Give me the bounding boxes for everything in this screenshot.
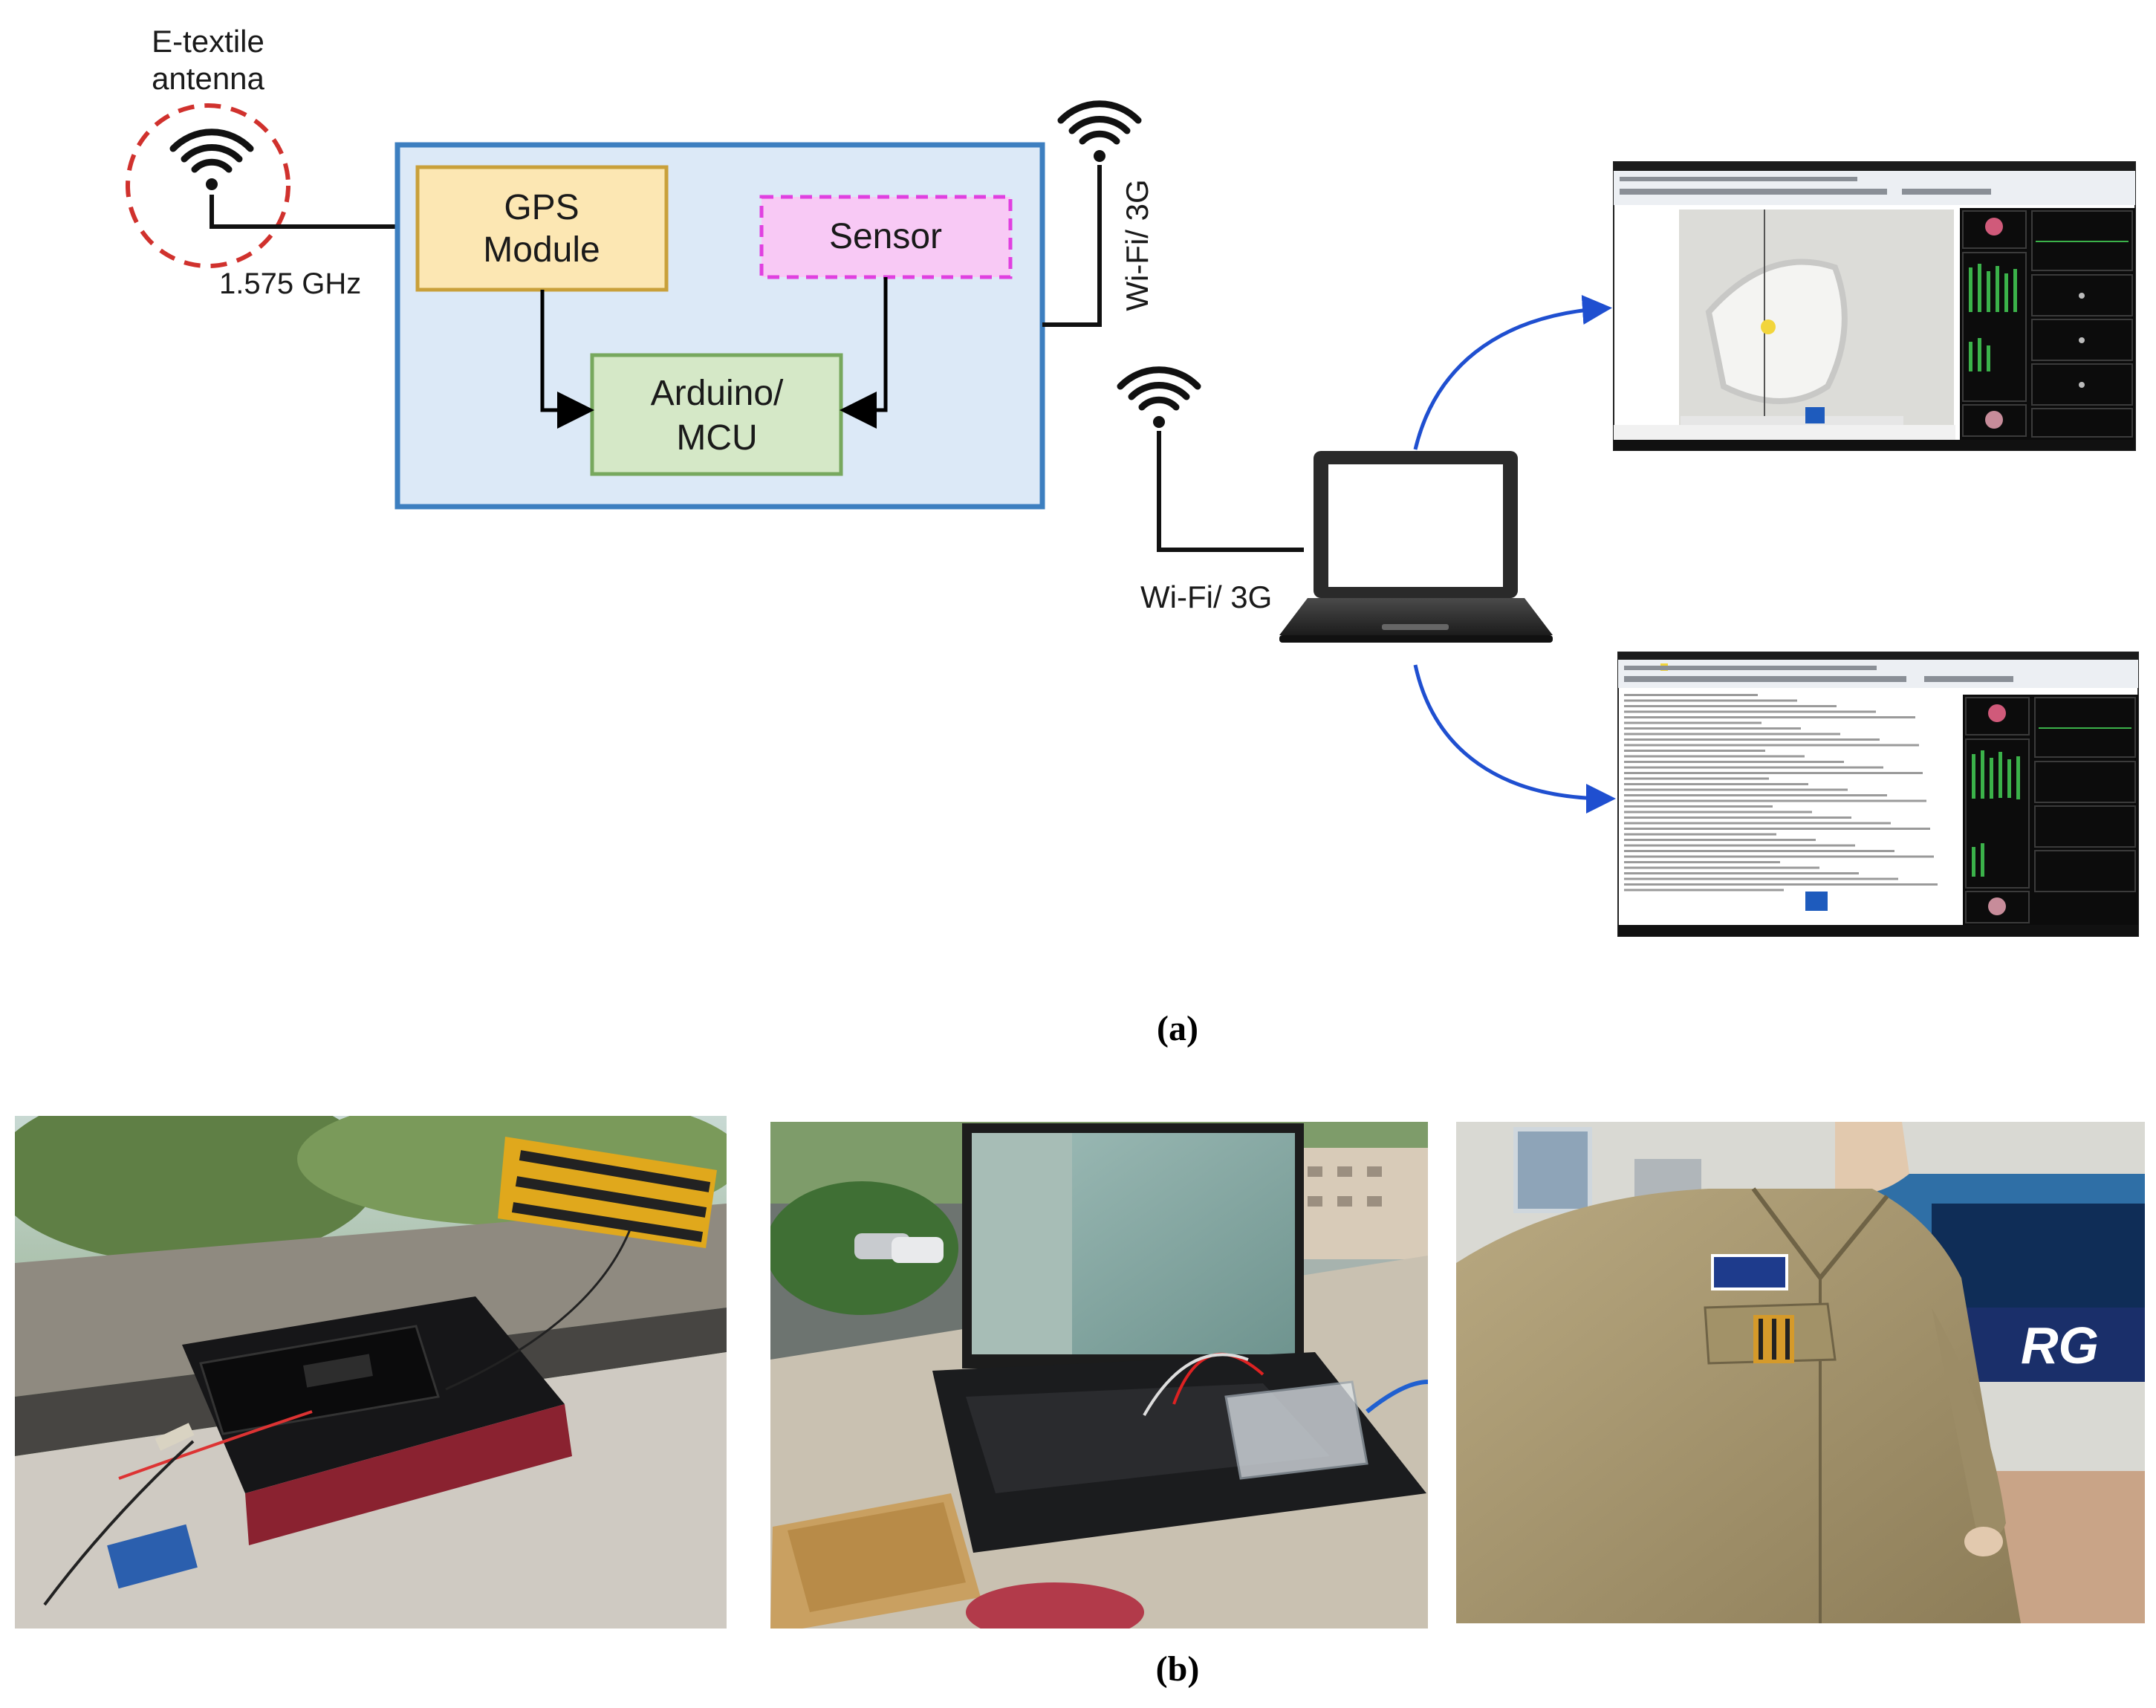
log-line bbox=[1624, 811, 1812, 814]
sensor-label: Sensor bbox=[829, 217, 942, 256]
log-line bbox=[1624, 822, 1891, 825]
uplink-wifi-icon bbox=[1057, 100, 1142, 162]
log-line bbox=[1624, 839, 1816, 841]
log-line bbox=[1624, 727, 1801, 730]
log-line bbox=[1624, 694, 1758, 696]
arrow-to-map-screen bbox=[1413, 295, 1612, 450]
log-line bbox=[1624, 761, 1844, 763]
caption-b: (b) bbox=[1156, 1649, 1200, 1689]
log-line bbox=[1624, 783, 1808, 785]
log-line bbox=[1624, 716, 1915, 718]
map-screenshot bbox=[1613, 161, 2136, 451]
log-line bbox=[1624, 877, 1898, 880]
log-line bbox=[1624, 828, 1930, 830]
log-line bbox=[1624, 738, 1880, 741]
log-line bbox=[1624, 844, 1855, 847]
log-line bbox=[1624, 772, 1923, 774]
log-line bbox=[1624, 699, 1797, 702]
gps-module-line2: Module bbox=[483, 230, 600, 270]
antenna-label-line2: antenna bbox=[152, 61, 264, 96]
log-line bbox=[1624, 805, 1773, 808]
log-line bbox=[1624, 883, 1938, 886]
photo-laptop-balcony bbox=[770, 1122, 1428, 1629]
log-screenshot bbox=[1617, 652, 2139, 937]
log-line bbox=[1624, 799, 1926, 802]
log-line bbox=[1624, 855, 1934, 858]
log-line bbox=[1624, 872, 1859, 874]
log-line bbox=[1624, 850, 1894, 852]
log-line bbox=[1624, 710, 1876, 713]
antenna-feed-line bbox=[210, 195, 416, 229]
log-line bbox=[1624, 750, 1765, 752]
logo-text: RG bbox=[2021, 1316, 2099, 1374]
uplink-label: Wi-Fi/ 3G bbox=[1120, 179, 1155, 311]
antenna-icon bbox=[169, 129, 254, 190]
gps-module-line1: GPS bbox=[504, 188, 579, 227]
sensor-box bbox=[759, 195, 1013, 279]
mcu-line2: MCU bbox=[676, 418, 757, 458]
log-line bbox=[1624, 744, 1919, 747]
photo-device-on-ledge bbox=[15, 1116, 727, 1629]
log-line bbox=[1624, 866, 1819, 869]
sensor-to-mcu-arrow bbox=[840, 277, 888, 429]
log-line bbox=[1624, 833, 1776, 836]
uplink-line bbox=[1042, 165, 1102, 327]
antenna-highlight-circle bbox=[126, 103, 290, 268]
log-line bbox=[1624, 794, 1887, 796]
log-line bbox=[1624, 889, 1784, 892]
gps-to-mcu-arrow bbox=[540, 290, 594, 429]
log-line bbox=[1624, 861, 1780, 863]
log-line bbox=[1624, 721, 1762, 724]
laptop-link-label: Wi-Fi/ 3G bbox=[1140, 579, 1272, 614]
log-line bbox=[1624, 766, 1883, 769]
photo-mannequin-uniform: RG bbox=[1456, 1122, 2145, 1623]
log-line bbox=[1624, 788, 1848, 791]
log-line bbox=[1624, 733, 1840, 736]
laptop-wifi-icon bbox=[1117, 366, 1201, 428]
log-line bbox=[1624, 705, 1837, 707]
gps-module-box bbox=[415, 165, 669, 292]
arrow-to-log-screen bbox=[1413, 664, 1616, 814]
frequency-label: 1.575 GHz bbox=[219, 267, 361, 300]
laptop-link-line bbox=[1157, 431, 1304, 552]
caption-a: (a) bbox=[1157, 1009, 1198, 1048]
log-line bbox=[1624, 816, 1851, 819]
log-line bbox=[1624, 755, 1805, 758]
mcu-line1: Arduino/ bbox=[651, 374, 784, 413]
log-line bbox=[1624, 777, 1769, 780]
antenna-label-line1: E-textile bbox=[152, 24, 264, 59]
laptop-icon bbox=[1279, 451, 1553, 643]
